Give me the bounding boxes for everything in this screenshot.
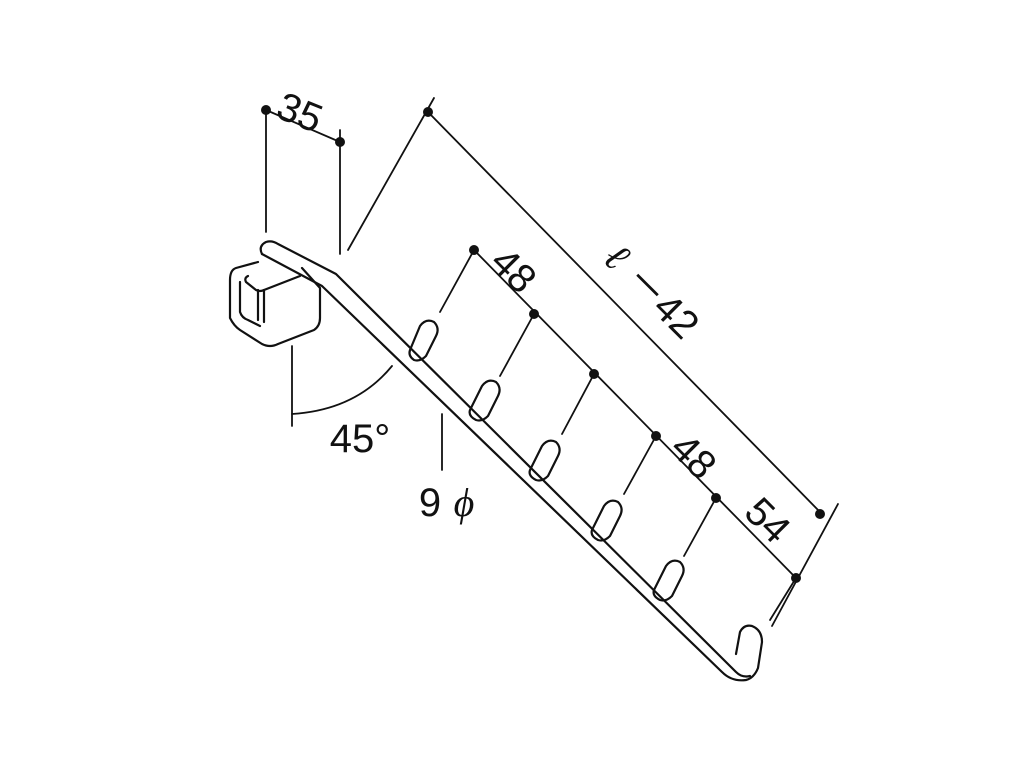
angle-45: 45° (291, 345, 393, 461)
rod-diameter-number: 9 (419, 481, 441, 525)
angle-label: 45° (330, 417, 391, 461)
hook-peg-2 (468, 379, 501, 422)
dimension-hook-spacing: 48 48 54 (439, 239, 801, 621)
hook-peg-1 (408, 319, 439, 362)
rod-diameter: 9 ϕ (419, 413, 475, 525)
end-offset-label: 54 (736, 489, 799, 552)
hook-peg-4 (590, 499, 623, 542)
spacing-mid-label: 48 (662, 425, 725, 488)
rod-diameter-symbol: ϕ (454, 480, 475, 525)
hook-peg-5 (652, 559, 685, 602)
mounting-bracket (228, 260, 322, 348)
hook-peg-3 (528, 439, 561, 482)
total-length-suffix: －42 (616, 257, 707, 348)
main-rod (259, 240, 764, 682)
spacing-top-label: 48 (482, 239, 545, 302)
dimension-35: 35 (261, 84, 345, 255)
